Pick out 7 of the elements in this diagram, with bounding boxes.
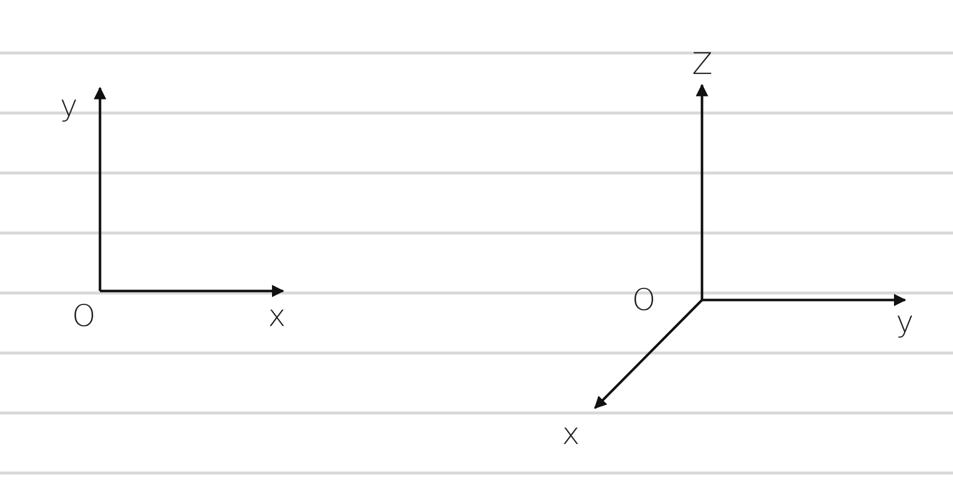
- axis-label: y: [896, 308, 914, 338]
- axis-label: y: [60, 92, 78, 122]
- axis-label: O: [72, 302, 96, 332]
- axis-label: x: [562, 420, 580, 450]
- axis-label: Z: [692, 50, 713, 80]
- axis-label: x: [268, 302, 286, 332]
- axis-label: O: [632, 286, 656, 316]
